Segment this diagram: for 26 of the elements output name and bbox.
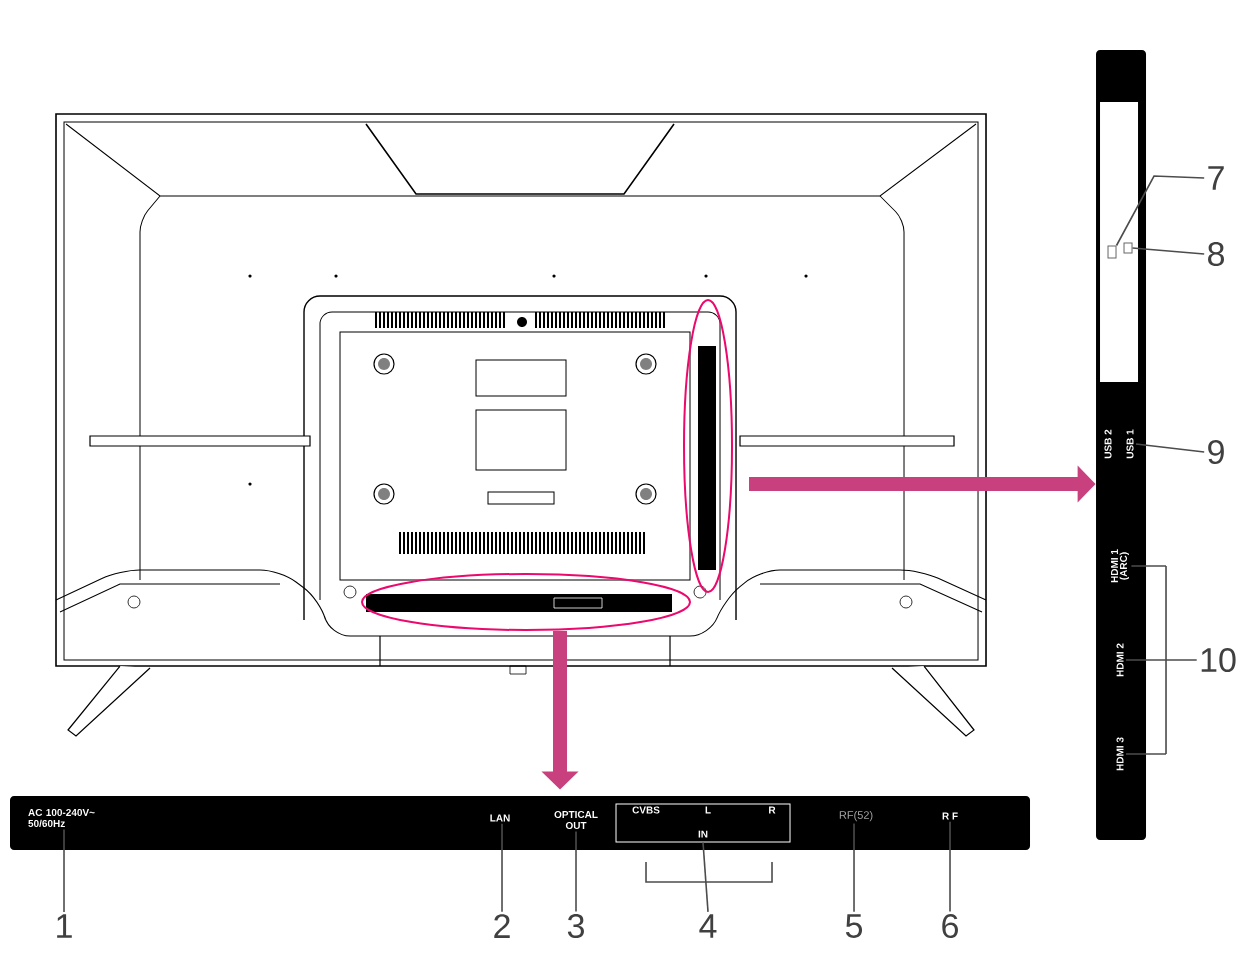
side-highlight-ellipse (683, 299, 733, 593)
connector-panel (10, 796, 1030, 850)
callout-number: 10 (1201, 647, 1236, 673)
leader-line (1131, 247, 1205, 255)
leader-line (1115, 175, 1205, 247)
leader-line (575, 830, 577, 913)
callout-number: 3 (567, 913, 584, 939)
port-symbol (1107, 245, 1117, 259)
leader-line (949, 821, 951, 913)
card-slot (1100, 102, 1138, 382)
callout-number: 4 (699, 914, 717, 938)
callout-number: 9 (1208, 439, 1224, 465)
callout-number: 2 (494, 914, 510, 938)
callout-number: 5 (845, 914, 863, 938)
bracket-leader-line (1125, 565, 1198, 755)
leader-line (853, 822, 855, 913)
leader-line (63, 828, 65, 913)
leader-line (501, 823, 503, 913)
callout-number: 1 (57, 914, 72, 938)
port-symbol (1123, 242, 1133, 254)
callout-number: 6 (942, 913, 958, 939)
leader-line (1135, 443, 1205, 453)
callout-number: 8 (1208, 241, 1224, 267)
bottom-highlight-ellipse (361, 573, 691, 631)
leader-line (702, 841, 709, 913)
callout-number: 7 (1208, 166, 1224, 190)
